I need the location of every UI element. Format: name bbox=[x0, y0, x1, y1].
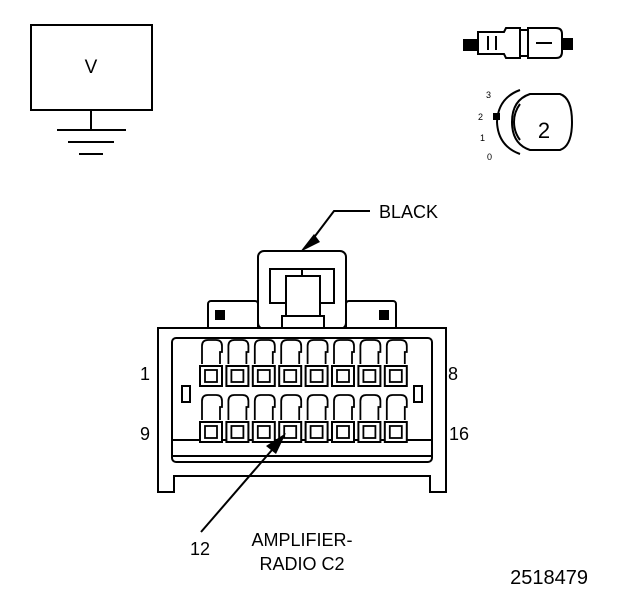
pin-cavity-11 bbox=[251, 394, 276, 443]
pin-cavity-12 bbox=[278, 394, 303, 443]
pin-cavity-grid bbox=[199, 339, 408, 443]
pin-cavity-4 bbox=[278, 339, 303, 387]
figure-id: 2518479 bbox=[510, 567, 588, 589]
pin-cavity-6 bbox=[331, 339, 355, 387]
color-callout-arrowhead bbox=[300, 234, 320, 252]
connector-name-line1: AMPLIFIER- bbox=[251, 530, 352, 550]
pin-cavity-3 bbox=[251, 339, 276, 387]
color-callout-leader bbox=[305, 210, 370, 249]
selector-knob-icon: 3 2 1 0 2 bbox=[478, 89, 574, 162]
pin-label-16: 16 bbox=[449, 424, 469, 444]
connector-name-line2: RADIO C2 bbox=[259, 554, 344, 574]
probe-pin-number: 12 bbox=[190, 539, 210, 559]
pin-cavity-14 bbox=[331, 394, 355, 443]
selector-position-2: 2 bbox=[478, 112, 483, 122]
pin-cavity-9 bbox=[199, 394, 223, 443]
pin-cavity-5 bbox=[304, 339, 329, 387]
pin-label-8: 8 bbox=[448, 364, 458, 384]
voltmeter-box bbox=[30, 24, 153, 111]
ground-icon bbox=[57, 129, 126, 155]
pin-cavity-10 bbox=[225, 394, 250, 443]
selector-position-0: 0 bbox=[487, 152, 492, 162]
selector-selected-value: 2 bbox=[538, 118, 550, 143]
voltmeter-symbol: V bbox=[30, 24, 153, 155]
pin-cavity-15 bbox=[357, 394, 382, 443]
pin-cavity-2 bbox=[225, 339, 250, 387]
selector-position-1: 1 bbox=[480, 133, 485, 143]
color-callout: BLACK bbox=[300, 202, 438, 252]
probe-connector-icon bbox=[463, 27, 573, 59]
pin-label-9: 9 bbox=[140, 424, 150, 444]
pin-cavity-1 bbox=[199, 339, 223, 387]
pin-label-1: 1 bbox=[140, 364, 150, 384]
connector-color-label: BLACK bbox=[379, 202, 438, 222]
pin-cavity-13 bbox=[304, 394, 329, 443]
pin-cavity-7 bbox=[357, 339, 382, 387]
voltmeter-label: V bbox=[85, 57, 98, 78]
pin-cavity-8 bbox=[383, 339, 408, 387]
probe-pin-arrow bbox=[200, 433, 286, 533]
pin-cavity-16 bbox=[383, 394, 408, 443]
selector-position-3: 3 bbox=[486, 90, 491, 100]
